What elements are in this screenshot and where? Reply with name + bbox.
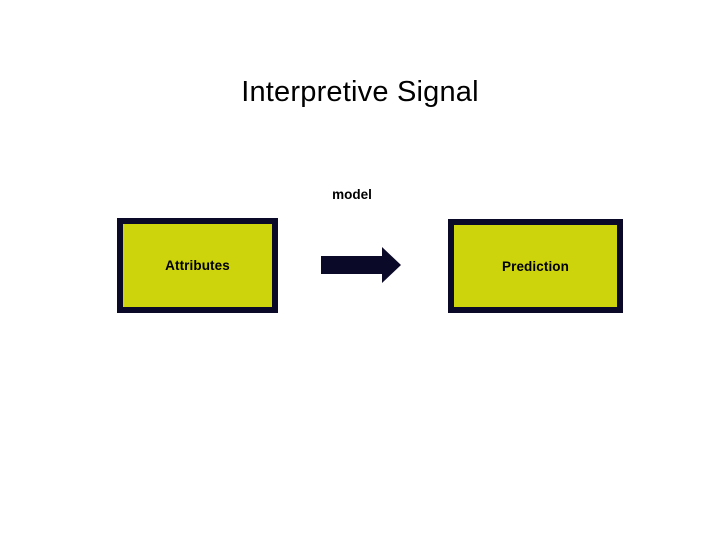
- edge-label-model: model: [332, 187, 372, 202]
- page-title: Interpretive Signal: [241, 76, 479, 108]
- arrow-right-block-icon: [321, 245, 401, 285]
- diagram-node-label: Prediction: [501, 258, 569, 274]
- diagram-node-attributes: Attributes: [117, 218, 278, 313]
- diagram-node-prediction: Prediction: [448, 219, 623, 313]
- diagram-node-label: Attributes: [165, 258, 230, 273]
